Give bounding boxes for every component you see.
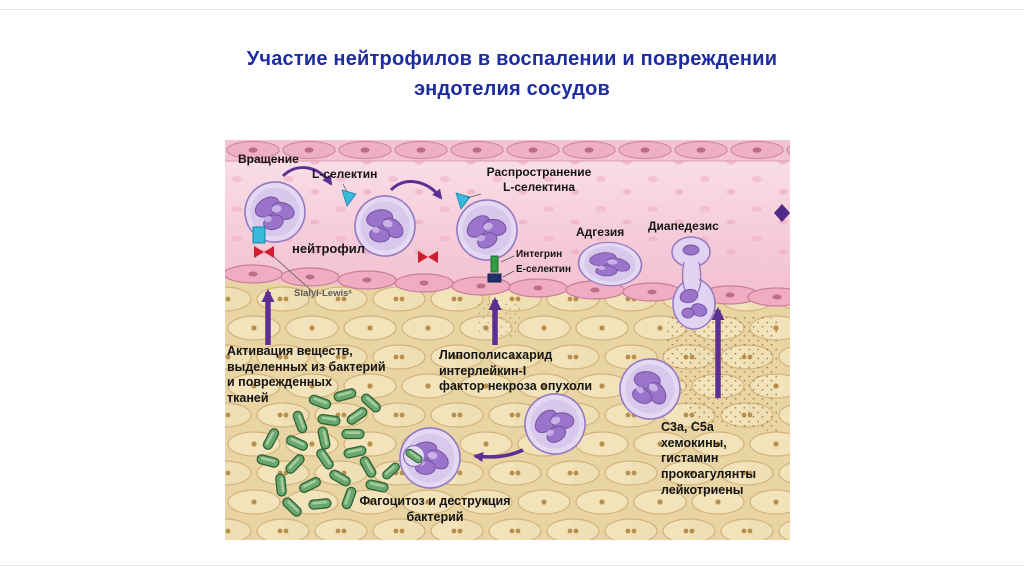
top-divider xyxy=(0,9,1024,10)
pointer-lines xyxy=(272,183,515,293)
arrow-rolling-2 xyxy=(389,180,443,200)
top-endothelium xyxy=(225,140,790,162)
label-neutrophil: нейтрофил xyxy=(292,241,365,256)
diagram-graphic xyxy=(225,140,790,540)
arrow-rolling-1 xyxy=(281,166,333,186)
marker-e-selectin xyxy=(487,273,502,283)
arrow-phagocytosis xyxy=(473,448,524,462)
label-rolling: Вращение xyxy=(238,152,299,166)
label-phagocytosis: Фагоцитоз и деструкция бактерий xyxy=(359,494,511,524)
neutrophils xyxy=(240,177,716,494)
label-adhesion: Адгезия xyxy=(576,225,625,239)
stipple-dots-middle xyxy=(475,300,523,338)
label-l-selectin: L-селектин xyxy=(312,167,378,181)
neutrophil-phagocytosis xyxy=(394,422,466,494)
marker-l-selectin-spread xyxy=(455,192,471,210)
label-diapedesis: Диапедезис xyxy=(648,219,719,233)
marker-diamond xyxy=(774,204,790,222)
neutrophil-diapedesis xyxy=(671,236,716,330)
marker-integrin xyxy=(490,255,499,273)
marker-l-selectin-shed xyxy=(341,189,357,207)
slide-title: Участие нейтрофилов в воспалении и повре… xyxy=(246,48,778,100)
arrows xyxy=(261,166,725,462)
label-e-selectin: Е-селектин xyxy=(516,264,571,275)
label-l-selectin-spreading: Распространение L-селектина xyxy=(486,165,592,194)
neutrophil-diagram: Вращение L-селектин нейтрофил Распростра… xyxy=(225,140,790,540)
label-sialyl-lewis: Sialyl-Lewisˣ xyxy=(294,288,352,299)
tissue-background xyxy=(225,280,790,540)
label-activation-substances: Активация веществ, выделенных из бактери… xyxy=(227,344,386,405)
marker-selectin-ligand-1 xyxy=(254,246,274,258)
label-integrin: Интегрин xyxy=(516,249,563,260)
bottom-divider xyxy=(0,565,1024,566)
marker-selectin-ligand-2 xyxy=(418,251,438,263)
marker-l-selectin-base xyxy=(252,226,266,244)
label-complement-mediators: C3a, C5a хемокины, гистамин прокоагулянт… xyxy=(661,420,757,497)
receptor-markers xyxy=(252,189,790,283)
label-lps-mediators: Липополисахарид интерлейкин-I фактор нек… xyxy=(439,348,593,394)
